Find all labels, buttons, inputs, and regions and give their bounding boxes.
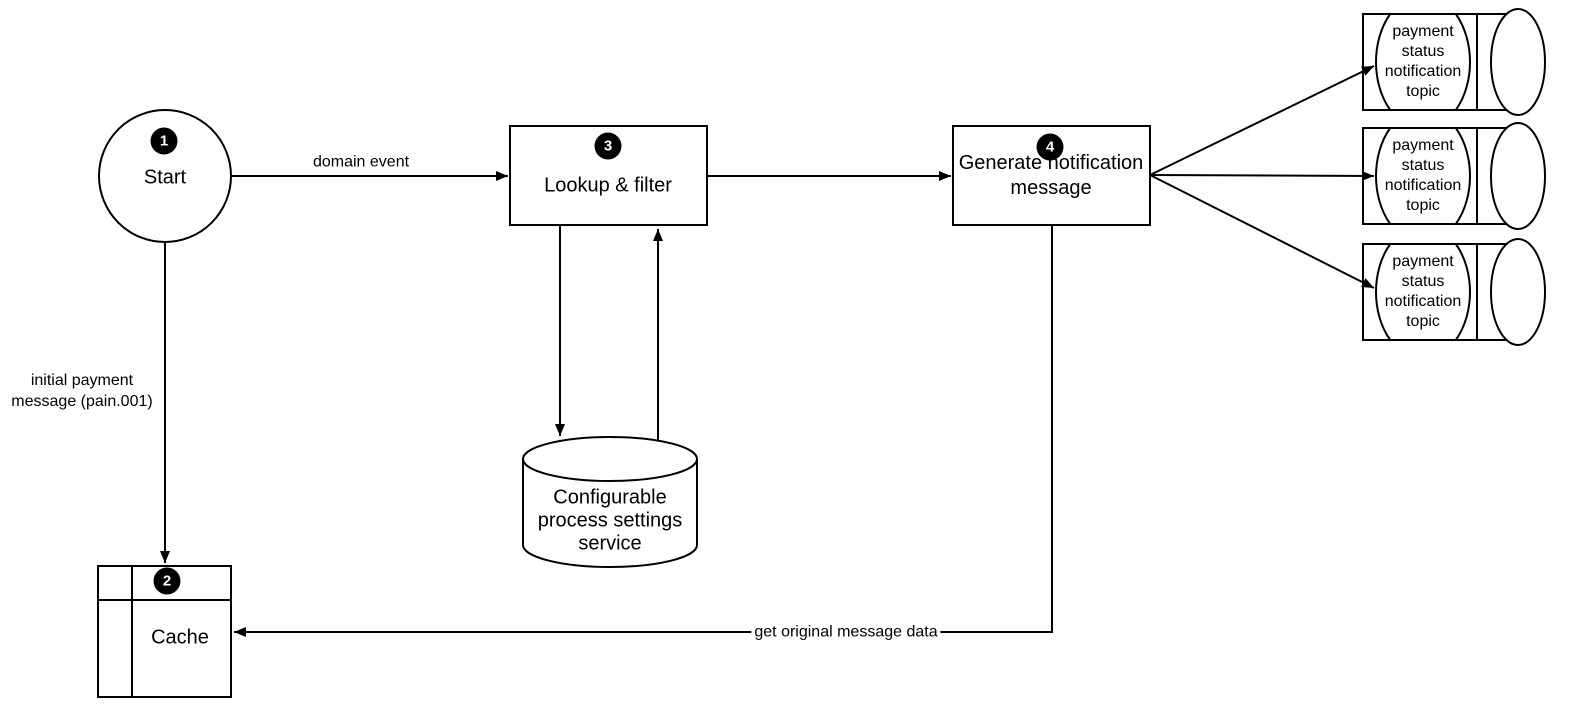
topic1-line4: topic	[1406, 83, 1440, 100]
topic-end-ellipse	[1490, 238, 1546, 346]
edge-generate-to-topic-3[interactable]	[1149, 174, 1375, 289]
get-original-message-label: get original message data	[751, 621, 941, 643]
step-badge-2: 2	[153, 567, 181, 595]
settings-service-label-line1: Configurable	[553, 486, 667, 509]
generate-notification-label-line1: Generate notification	[958, 152, 1144, 174]
initial-payment-label: initial payment message (pain.001)	[11, 370, 152, 412]
topic-end-ellipse	[1490, 122, 1546, 230]
topic1-line1: payment	[1392, 23, 1454, 40]
settings-service-label-line2: process settings	[537, 509, 683, 532]
step-badge-4: 4	[1036, 133, 1064, 161]
payment-topic-label-3: payment status notification topic	[1385, 252, 1462, 332]
topic1-line3: notification	[1384, 63, 1462, 80]
payment-topic-node-2[interactable]	[1362, 109, 1546, 243]
start-node[interactable]	[98, 109, 232, 243]
topic-border	[1362, 13, 1518, 111]
start-label: Start	[143, 166, 187, 189]
topic3-line1: payment	[1392, 253, 1454, 270]
topic-end-ellipse	[1490, 8, 1546, 116]
generate-notification-label: Generate notification message	[959, 151, 1144, 201]
edge-generate-to-cache[interactable]	[234, 225, 1053, 637]
edge-generate-to-topic-2[interactable]	[1149, 170, 1375, 181]
topic-inner-ellipse	[1375, 13, 1471, 111]
payment-topic-label-1: payment status notification topic	[1385, 22, 1462, 102]
cylinder-top[interactable]	[522, 436, 698, 482]
cache-label: Cache	[151, 626, 209, 649]
topic3-line4: topic	[1406, 313, 1440, 330]
settings-service-label-line3: service	[578, 532, 642, 555]
topic-inner-ellipse	[1375, 243, 1471, 341]
lookup-filter-label: Lookup & filter	[544, 174, 672, 197]
topic3-line2: status	[1401, 273, 1445, 290]
topic2-line2: status	[1401, 157, 1445, 174]
initial-payment-label-line1: initial payment	[30, 372, 134, 389]
cylinder-body[interactable]	[522, 459, 698, 568]
topic2-line4: topic	[1406, 197, 1440, 214]
topic2-line1: payment	[1392, 137, 1454, 154]
settings-service-cylinder[interactable]	[522, 436, 698, 568]
edge-generate-to-topic-1[interactable]	[1149, 65, 1375, 176]
topic-inner-ellipse	[1375, 127, 1471, 225]
topic1-line2: status	[1401, 43, 1445, 60]
topic-border	[1362, 243, 1518, 341]
payment-topic-node-1[interactable]	[1362, 0, 1546, 129]
payment-topic-label-2: payment status notification topic	[1385, 136, 1462, 216]
initial-payment-label-line2: message (pain.001)	[11, 393, 153, 410]
step-badge-3: 3	[594, 132, 622, 160]
domain-event-label: domain event	[309, 151, 413, 173]
payment-topic-node-3[interactable]	[1362, 225, 1546, 359]
generate-notification-label-line2: message	[1010, 177, 1092, 199]
topic-border	[1362, 127, 1518, 225]
settings-service-label: Configurable process settings service	[538, 487, 683, 556]
topic2-line3: notification	[1384, 177, 1462, 194]
step-badge-1: 1	[150, 127, 178, 155]
topic3-line3: notification	[1384, 293, 1462, 310]
